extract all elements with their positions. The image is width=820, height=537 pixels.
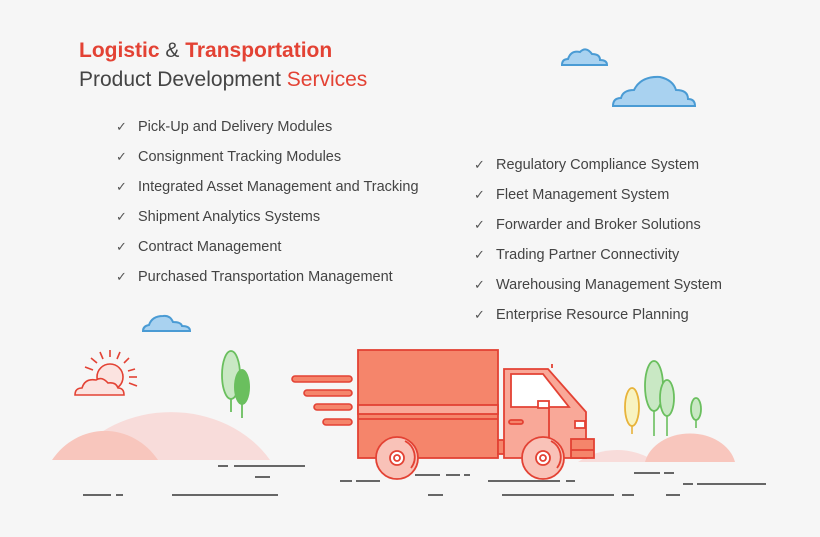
title-ampersand: & (159, 39, 186, 62)
cloud-icon (74, 377, 125, 396)
hill (645, 433, 735, 462)
road-lines (83, 465, 766, 496)
list-item: ✓Enterprise Resource Planning (474, 307, 689, 323)
cloud-icon (611, 75, 697, 107)
list-item: ✓Warehousing Management System (474, 277, 722, 293)
check-icon: ✓ (474, 187, 485, 202)
tree-icon (644, 360, 702, 436)
title-logistic: Logistic (79, 39, 160, 62)
truck-icon (357, 349, 595, 480)
wheel (521, 436, 565, 480)
wheel (375, 436, 419, 480)
check-icon: ✓ (474, 247, 485, 262)
page-title: Logistic & Transportation Product Develo… (79, 36, 367, 94)
hill (52, 430, 158, 460)
services-list-left: ✓Pick-Up and Delivery Modules ✓Consignme… (116, 117, 419, 297)
list-item: ✓Consignment Tracking Modules (116, 149, 342, 165)
check-icon: ✓ (116, 149, 127, 164)
hill (578, 449, 656, 462)
title-line-2: Product Development Services (79, 65, 367, 94)
check-icon: ✓ (474, 277, 485, 292)
list-item: ✓Forwarder and Broker Solutions (474, 217, 701, 233)
list-item: ✓Trading Partner Connectivity (474, 247, 680, 263)
tree-icon (221, 350, 250, 418)
title-transportation: Transportation (185, 39, 333, 62)
subtitle-product-development: Product Development (79, 68, 287, 91)
check-icon: ✓ (116, 209, 127, 224)
subtitle-services: Services (286, 68, 368, 91)
tree-icon (624, 387, 640, 434)
speed-lines (291, 375, 353, 426)
check-icon: ✓ (116, 269, 127, 284)
list-item: ✓Integrated Asset Management and Trackin… (116, 179, 419, 195)
check-icon: ✓ (474, 217, 485, 232)
list-item: ✓Purchased Transportation Management (116, 269, 393, 285)
check-icon: ✓ (116, 239, 127, 254)
services-list-right: ✓Regulatory Compliance System ✓Fleet Man… (474, 155, 722, 335)
list-item: ✓Regulatory Compliance System (474, 157, 700, 173)
cloud-icon (141, 314, 192, 332)
list-item: ✓Shipment Analytics Systems (116, 209, 321, 225)
check-icon: ✓ (116, 179, 127, 194)
list-item: ✓Pick-Up and Delivery Modules (116, 119, 333, 135)
check-icon: ✓ (474, 307, 485, 322)
title-line-1: Logistic & Transportation (79, 36, 367, 65)
list-item: ✓Fleet Management System (474, 187, 670, 203)
cloud-icon (560, 48, 609, 66)
list-item: ✓Contract Management (116, 239, 282, 255)
check-icon: ✓ (116, 119, 127, 134)
check-icon: ✓ (474, 157, 485, 172)
